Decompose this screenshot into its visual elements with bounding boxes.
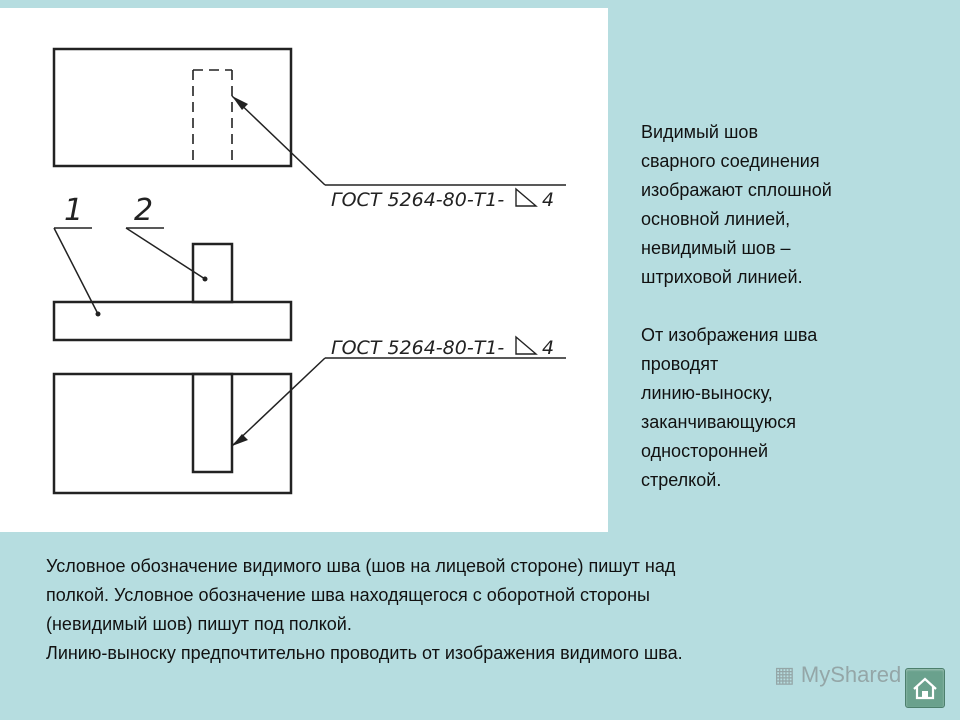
drawing-panel: ГОСТ 5264-80-Т1- 4 ГОСТ 5264-80-Т1- 4 1 … — [0, 8, 608, 532]
bottom-line-1: Условное обозначение видимого шва (шов н… — [46, 556, 676, 576]
gost-label-bottom: ГОСТ 5264-80-Т1- — [331, 337, 504, 359]
watermark-text: MyShared — [800, 662, 902, 687]
bottom-plate-outline — [52, 372, 293, 495]
watermark-logo-icon: ▦ — [774, 662, 801, 687]
side-explanation: Видимый шов сварного соединения изобража… — [641, 118, 941, 495]
home-icon — [913, 677, 937, 700]
watermark: ▦ MyShared — [774, 662, 901, 688]
bottom-line-2: полкой. Условное обозначение шва находящ… — [46, 585, 650, 605]
side-paragraph-2: От изображения шва проводят линию-выноск… — [641, 325, 818, 490]
part-2-number: 2 — [134, 193, 153, 228]
vertical-plate-section — [191, 242, 234, 304]
weld-leg-top: 4 — [542, 189, 554, 211]
weld-symbol-top — [515, 187, 538, 207]
part-1-leader — [53, 227, 99, 315]
side-paragraph-1: Видимый шов сварного соединения изобража… — [641, 122, 832, 287]
part-1-number: 1 — [64, 193, 83, 228]
home-button[interactable] — [905, 668, 945, 708]
part-2-dot — [202, 276, 208, 282]
leader-line-bottom — [231, 357, 326, 447]
gost-label-top: ГОСТ 5264-80-Т1- — [331, 189, 504, 211]
top-plate-outline — [52, 47, 293, 168]
leader-line-top — [231, 95, 326, 186]
arrow-top-icon — [232, 96, 248, 110]
weld-symbol-bottom — [515, 335, 538, 355]
hidden-weld-dashed — [192, 69, 233, 166]
bottom-line-4: Линию-выноску предпочтительно проводить … — [46, 643, 683, 663]
visible-weld-rect — [191, 372, 234, 474]
bottom-explanation: Условное обозначение видимого шва (шов н… — [46, 552, 926, 668]
weld-leg-bottom: 4 — [542, 337, 554, 359]
weld-drawing: ГОСТ 5264-80-Т1- 4 ГОСТ 5264-80-Т1- 4 1 … — [52, 47, 566, 495]
arrow-bottom-icon — [232, 434, 248, 446]
part-1-dot — [95, 311, 101, 317]
bottom-line-3: (невидимый шов) пишут под полкой. — [46, 614, 352, 634]
base-plate-section — [52, 300, 293, 342]
